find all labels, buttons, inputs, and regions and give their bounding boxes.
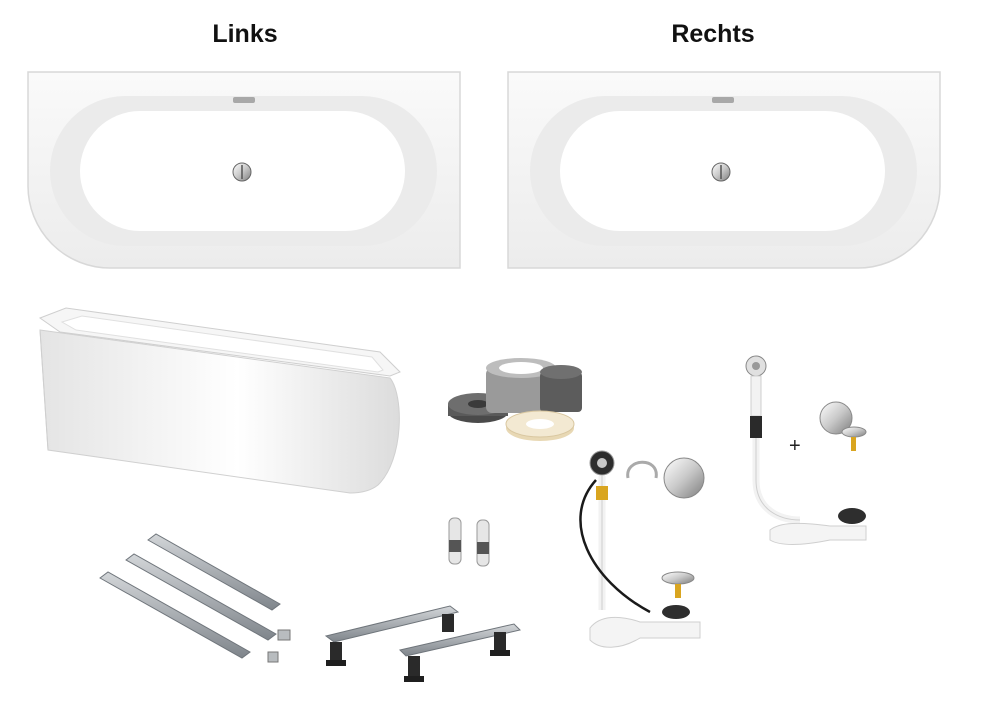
- sealing-tape-set: [448, 358, 582, 441]
- overflow-drain-set-cable: [579, 450, 705, 648]
- bathtub-perspective-view: [38, 307, 401, 494]
- variant-label-right: Rechts: [671, 20, 755, 48]
- overflow-icon: [712, 97, 734, 103]
- overflow-icon: [233, 97, 255, 103]
- plus-sign: +: [789, 435, 801, 457]
- variant-label-left: Links: [212, 20, 278, 48]
- silicone-tubes: [448, 517, 490, 567]
- bathtub-top-view-left: [27, 71, 461, 269]
- support-rails: [99, 533, 291, 663]
- bathtub-top-view-right: [507, 71, 941, 269]
- support-feet: [324, 605, 521, 682]
- overflow-drain-set-right: [745, 355, 867, 545]
